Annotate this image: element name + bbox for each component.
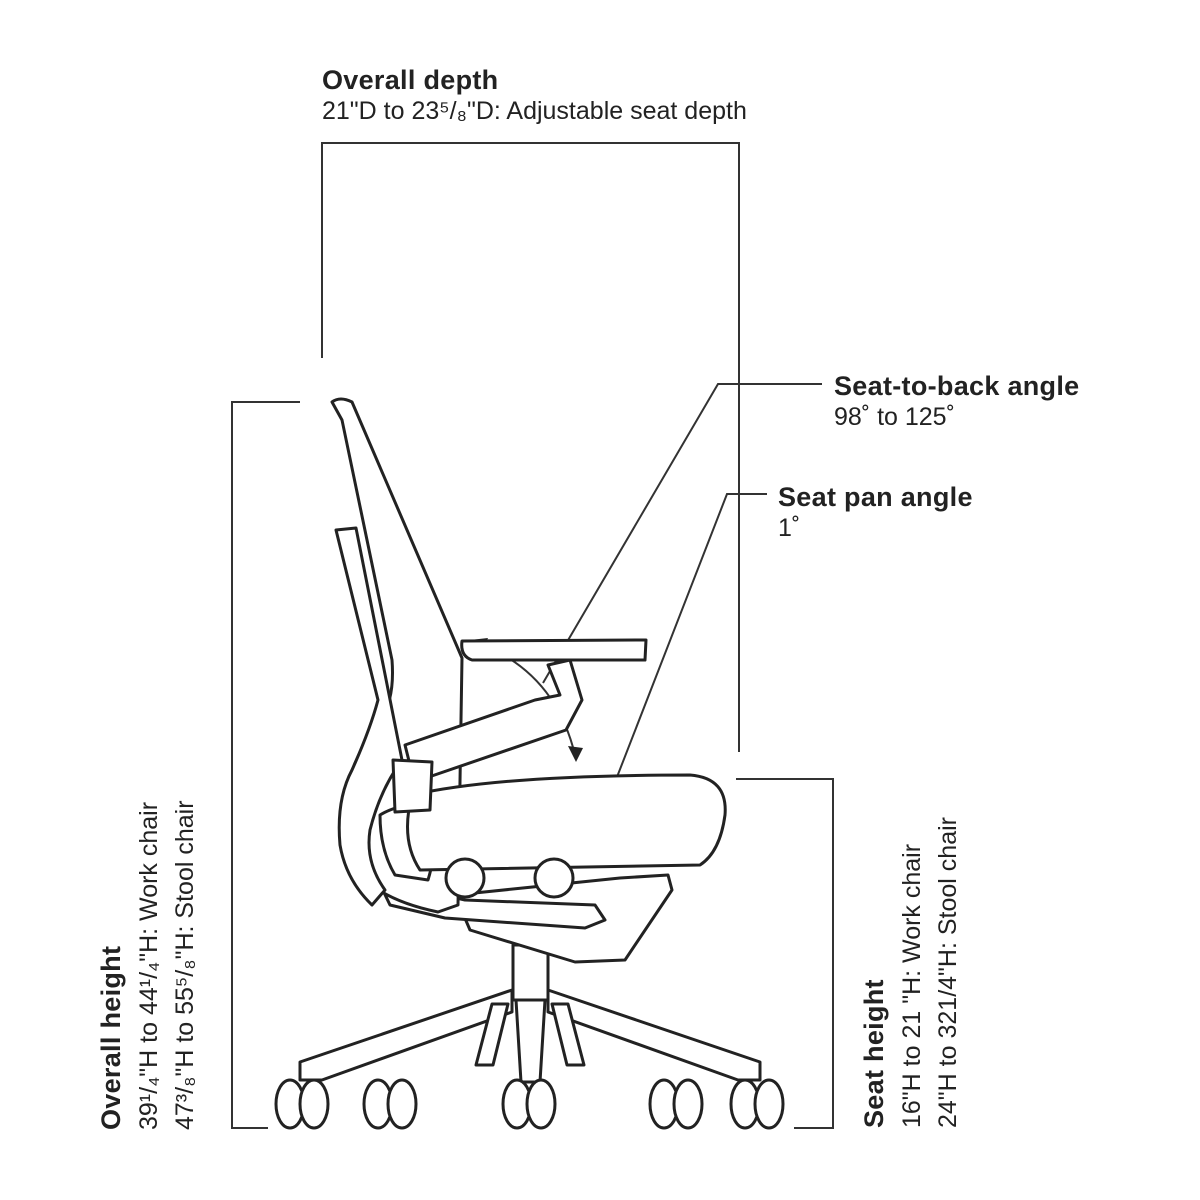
seat-pan-angle-title: Seat pan angle: [778, 482, 973, 512]
casters: [274, 1078, 785, 1130]
seat-pan-leader: [616, 493, 767, 778]
overall-height-label: Overall height 39¹/₄"H to 44¹/₄"H: Work …: [92, 800, 204, 1130]
seat-height-stool-chair: 24"H to 321/4"H: Stool chair: [934, 817, 963, 1128]
overall-depth-title: Overall depth: [322, 65, 499, 95]
seat-to-back-leader: [542, 383, 822, 684]
overall-height-stool-chair: 47³/₈"H to 55⁵/₈"H: Stool chair: [171, 800, 200, 1130]
chair-base: [298, 988, 762, 1084]
seat-to-back-angle-title: Seat-to-back angle: [834, 371, 1080, 401]
overall-depth-value: 21"D to 23⁵/₈"D: Adjustable seat depth: [322, 97, 747, 126]
armrest-pad: [460, 638, 648, 662]
overall-height-bracket: [231, 401, 300, 1129]
overall-depth-bracket: [321, 142, 740, 752]
seat-cushion: [406, 773, 727, 872]
overall-height-work-chair: 39¹/₄"H to 44¹/₄"H: Work chair: [135, 801, 164, 1130]
seat-to-back-angle-label: Seat-to-back angle 98˚ to 125˚: [834, 370, 1079, 432]
seat-height-work-chair: 16"H to 21 "H: Work chair: [898, 843, 927, 1128]
overall-depth-label: Overall depth 21"D to 23⁵/₈"D: Adjustabl…: [322, 64, 747, 126]
seat-pan-angle-value: 1˚: [778, 514, 801, 543]
seat-knob-front: [533, 857, 575, 899]
arm-support: [403, 658, 584, 782]
seat-height-label: Seat height 16"H to 21 "H: Work chair 24…: [855, 817, 967, 1128]
rear-paddle: [376, 878, 607, 930]
overall-height-title: Overall height: [96, 945, 126, 1130]
arm-post: [391, 758, 434, 814]
seat-height-title: Seat height: [859, 979, 889, 1128]
seat-height-bracket: [736, 778, 834, 1129]
angle-arrow-bottom: [568, 746, 583, 762]
back-shell: [334, 526, 404, 907]
seat-to-back-angle-value: 98˚ to 125˚: [834, 403, 955, 432]
seat-pan-angle-label: Seat pan angle 1˚: [778, 481, 973, 543]
seat-knob-rear: [444, 857, 486, 899]
